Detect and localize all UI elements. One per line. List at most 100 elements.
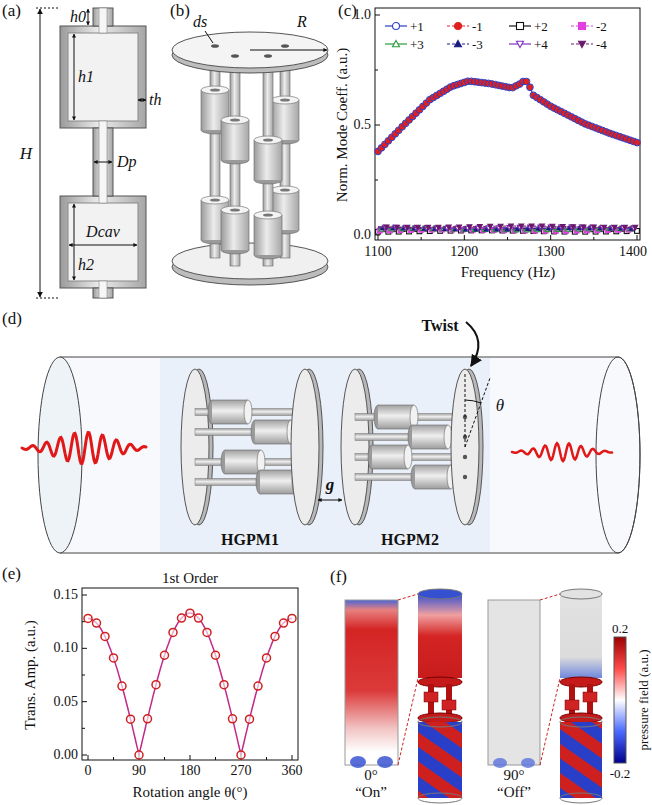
plot-title: 1st Order bbox=[162, 571, 218, 586]
data-marker bbox=[446, 225, 451, 229]
resonator-cutaway-part bbox=[99, 8, 107, 33]
data-marker bbox=[436, 225, 441, 229]
legend-sample-marker bbox=[393, 41, 400, 47]
data-marker bbox=[152, 681, 160, 689]
data-marker bbox=[246, 715, 254, 723]
pressure-field-map-part bbox=[350, 756, 366, 768]
data-marker bbox=[571, 225, 576, 229]
rotation-indicator-part bbox=[465, 378, 490, 447]
rotation-indicator-part bbox=[318, 500, 342, 501]
legend-sample bbox=[446, 38, 470, 50]
legend-sample-marker bbox=[517, 23, 524, 30]
rotation-indicator-part bbox=[466, 322, 478, 366]
resonator-cutaway-part bbox=[60, 196, 146, 288]
rotation-indicator-part bbox=[465, 400, 481, 403]
data-marker bbox=[540, 224, 545, 228]
data-marker bbox=[591, 225, 596, 229]
legend-item: -1 bbox=[446, 19, 483, 33]
legend-sample-marker bbox=[393, 23, 400, 30]
wave-packet bbox=[512, 443, 612, 461]
data-marker bbox=[229, 715, 237, 723]
dimension-line-part bbox=[94, 162, 112, 163]
mode-coefficient-plot bbox=[375, 8, 641, 240]
tick-label: 0.5 bbox=[354, 118, 372, 132]
pressure-field-map bbox=[345, 589, 626, 803]
legend-sample bbox=[570, 38, 594, 50]
angle-label: θ bbox=[496, 397, 504, 414]
axis-title: Trans. Amp. (a.u.) bbox=[23, 620, 38, 729]
data-marker bbox=[135, 751, 143, 759]
data-marker bbox=[178, 614, 186, 622]
pressure-field-map-part bbox=[418, 677, 462, 687]
axis-tick bbox=[292, 755, 293, 760]
data-marker bbox=[519, 224, 524, 228]
data-marker bbox=[527, 85, 532, 90]
transmission-plot bbox=[82, 588, 298, 760]
tick-label: 1200 bbox=[450, 245, 478, 259]
metamaterial-unit-part bbox=[221, 450, 265, 474]
data-marker bbox=[509, 224, 514, 228]
data-marker bbox=[220, 681, 228, 689]
legend-item: +3 bbox=[384, 37, 424, 51]
data-marker bbox=[405, 225, 410, 229]
dimension-line-part bbox=[69, 245, 137, 246]
dimension-label: h1 bbox=[78, 69, 94, 85]
metamaterial-3d-part bbox=[211, 44, 219, 48]
panel-letter: (b) bbox=[170, 2, 190, 19]
waveguide-tube-part bbox=[38, 357, 82, 553]
legend-text: -3 bbox=[472, 38, 483, 51]
dimension-label: R bbox=[297, 14, 307, 30]
legend-text: +3 bbox=[410, 38, 424, 51]
pressure-field-map-part bbox=[418, 594, 462, 678]
legend-item: -4 bbox=[570, 37, 607, 51]
pressure-field-map-part bbox=[398, 678, 418, 765]
axis-tick bbox=[82, 755, 87, 756]
axis-tick bbox=[190, 755, 191, 760]
resonator-cutaway-part bbox=[68, 33, 138, 121]
axis-tick bbox=[82, 648, 87, 649]
pressure-field-map-part bbox=[418, 589, 462, 599]
axis-tick bbox=[593, 237, 594, 240]
data-marker bbox=[633, 225, 638, 229]
rotation-indicator-part bbox=[465, 372, 466, 447]
data-marker bbox=[144, 715, 152, 723]
axis-tick bbox=[421, 237, 422, 240]
dimension-line-part bbox=[74, 34, 75, 120]
state-label: 90° bbox=[504, 768, 525, 783]
metamaterial-unit-part bbox=[291, 369, 319, 525]
dimension-line-part bbox=[250, 50, 327, 51]
data-marker bbox=[524, 79, 529, 84]
metamaterial-3d bbox=[172, 32, 328, 285]
data-marker bbox=[186, 609, 194, 617]
data-marker bbox=[477, 225, 482, 229]
dimension-label: H bbox=[20, 145, 32, 162]
legend-item: +1 bbox=[384, 19, 424, 33]
legend-text: +4 bbox=[534, 38, 548, 51]
pressure-field-map-part bbox=[418, 717, 462, 727]
pressure-field-map-part bbox=[418, 722, 462, 798]
annotation: Twist bbox=[421, 318, 458, 334]
pressure-field-map-part bbox=[418, 793, 462, 803]
metamaterial-unit-part bbox=[181, 369, 209, 525]
pressure-field-map-part bbox=[442, 700, 456, 710]
legend-sample-marker bbox=[455, 23, 462, 30]
part-label: HGPM1 bbox=[221, 532, 279, 548]
panel-letter: (a) bbox=[2, 2, 21, 19]
panel-letter: (f) bbox=[330, 568, 347, 585]
metamaterial-unit-part bbox=[208, 400, 252, 424]
data-marker bbox=[263, 654, 271, 662]
metamaterial-unit-part bbox=[463, 475, 467, 479]
dimension-label: g bbox=[326, 476, 335, 493]
legend-sample-marker bbox=[579, 23, 586, 30]
data-curve bbox=[378, 80, 637, 151]
legend-sample bbox=[508, 38, 532, 50]
plot-frame bbox=[375, 8, 640, 240]
state-label: “On” bbox=[355, 785, 387, 800]
metamaterial-unit-part bbox=[408, 425, 452, 449]
metamaterial-3d-part bbox=[231, 54, 239, 58]
tick-label: 0.0 bbox=[354, 228, 372, 242]
axis-tick bbox=[378, 235, 379, 240]
dimension-line bbox=[36, 8, 146, 298]
metamaterial-unit-part bbox=[411, 465, 455, 489]
